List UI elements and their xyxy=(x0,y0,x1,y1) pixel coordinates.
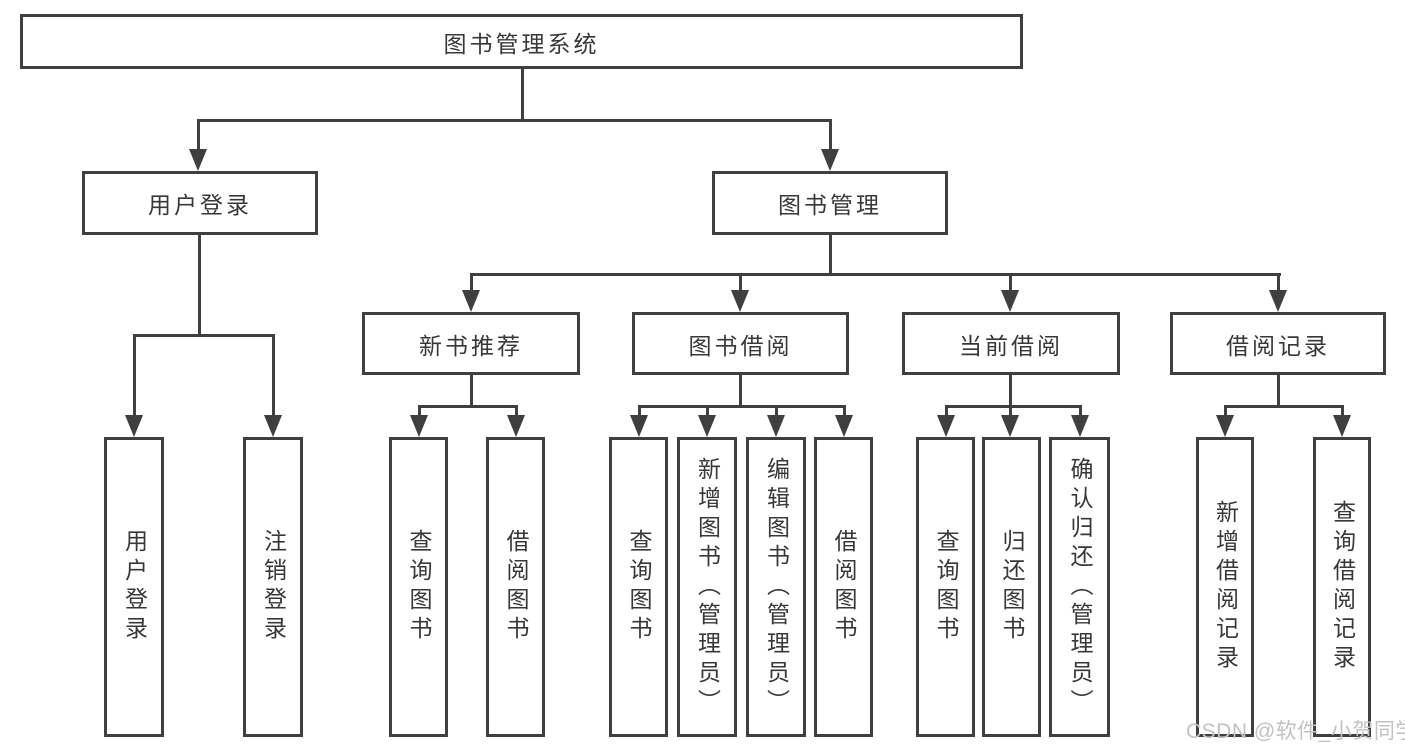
connector-to-bb-add xyxy=(706,405,709,418)
arrow-head-br-query xyxy=(1333,415,1351,437)
connector-user-login-stem xyxy=(198,235,201,337)
connector-borrowing-records-splitter xyxy=(1224,405,1344,408)
connector-book-borrowing-stem xyxy=(739,375,742,408)
leaf-bb-edit-book-admin-label: 编辑图书（管理员） xyxy=(763,456,790,718)
connector-to-user-login xyxy=(197,119,200,151)
node-library-system: 图书管理系统 xyxy=(20,14,1023,69)
node-book-management-label: 图书管理 xyxy=(778,192,882,218)
connector-book-borrowing-splitter xyxy=(638,405,846,408)
arrow-head-bb-add xyxy=(698,415,716,437)
connector-book-management-splitter xyxy=(470,273,1281,276)
leaf-nbr-query-books: 查询图书 xyxy=(389,437,448,737)
node-current-borrowing: 当前借阅 xyxy=(902,312,1120,375)
node-book-management: 图书管理 xyxy=(712,171,948,235)
arrow-head-book-management xyxy=(821,149,839,171)
node-library-system-label: 图书管理系统 xyxy=(443,30,600,57)
leaf-bb-add-book-admin: 新增图书（管理员） xyxy=(677,437,737,737)
connector-to-cb-confirm xyxy=(1079,405,1082,418)
leaf-cb-confirm-return-admin: 确认归还（管理员） xyxy=(1049,437,1110,737)
leaf-bb-add-book-admin-label: 新增图书（管理员） xyxy=(694,456,721,718)
leaf-user-login-label: 用户登录 xyxy=(121,529,148,645)
connector-book-management-stem xyxy=(829,235,832,276)
arrow-head-nbr-query xyxy=(410,415,428,437)
leaf-logout-label: 注销登录 xyxy=(260,529,287,645)
node-book-borrowing-label: 图书借阅 xyxy=(688,332,793,359)
arrow-head-borrowing-records xyxy=(1269,290,1287,312)
node-user-login-label: 用户登录 xyxy=(148,192,252,218)
leaf-br-add-record-label: 新增借阅记录 xyxy=(1212,500,1239,674)
connector-current-borrowing-splitter xyxy=(945,405,1082,408)
connector-to-leaf-user-login xyxy=(133,334,136,418)
leaf-br-add-record: 新增借阅记录 xyxy=(1196,437,1254,737)
connector-to-bb-borrow xyxy=(843,405,846,418)
leaf-cb-return-book: 归还图书 xyxy=(982,437,1041,737)
node-user-login: 用户登录 xyxy=(82,171,318,235)
leaf-nbr-borrow-books: 借阅图书 xyxy=(486,437,545,737)
node-new-book-recommend-label: 新书推荐 xyxy=(419,332,523,359)
connector-to-bb-query xyxy=(638,405,641,418)
arrow-head-current-borrowing xyxy=(1001,290,1019,312)
arrow-head-cb-query xyxy=(937,415,955,437)
arrow-head-bb-borrow xyxy=(835,415,853,437)
watermark: CSDN @软件_小贺同学 xyxy=(1186,720,1405,743)
connector-to-book-borrowing xyxy=(739,273,742,292)
arrow-head-book-borrowing xyxy=(731,290,749,312)
leaf-user-login: 用户登录 xyxy=(104,437,164,737)
connector-to-nbr-query xyxy=(418,405,421,418)
arrow-head-new-book-recommend xyxy=(462,290,480,312)
leaf-bb-borrow-books-label: 借阅图书 xyxy=(831,529,857,645)
connector-current-borrowing-stem xyxy=(1009,375,1012,408)
connector-new-book-recommend-stem xyxy=(470,375,473,408)
connector-new-book-recommend-splitter xyxy=(418,405,518,408)
node-book-borrowing: 图书借阅 xyxy=(632,312,849,375)
arrow-head-bb-query xyxy=(630,415,648,437)
connector-user-login-splitter xyxy=(133,334,275,337)
connector-to-bb-edit xyxy=(775,405,778,418)
connector-to-book-management xyxy=(829,119,832,151)
arrow-head-cb-return xyxy=(1001,415,1019,437)
leaf-logout: 注销登录 xyxy=(243,437,303,737)
arrow-head-bb-edit xyxy=(767,415,785,437)
node-borrowing-records-label: 借阅记录 xyxy=(1226,332,1330,359)
node-current-borrowing-label: 当前借阅 xyxy=(959,332,1063,359)
leaf-cb-query-books-label: 查询图书 xyxy=(933,529,959,645)
connector-root-splitter xyxy=(197,119,832,122)
node-borrowing-records: 借阅记录 xyxy=(1170,312,1386,375)
leaf-bb-query-books: 查询图书 xyxy=(609,437,668,737)
connector-to-cb-query xyxy=(945,405,948,418)
arrow-head-cb-confirm xyxy=(1071,415,1089,437)
leaf-cb-return-book-label: 归还图书 xyxy=(999,529,1025,645)
connector-to-leaf-logout xyxy=(272,334,275,418)
connector-to-borrowing-records xyxy=(1277,273,1280,292)
leaf-br-query-record: 查询借阅记录 xyxy=(1313,437,1371,737)
leaf-cb-confirm-return-admin-label: 确认归还（管理员） xyxy=(1067,456,1093,718)
arrow-head-leaf-user-login xyxy=(125,415,143,437)
connector-root-stem xyxy=(521,67,524,122)
connector-to-new-book-recommend xyxy=(470,273,473,292)
connector-to-cb-return xyxy=(1009,405,1012,418)
leaf-nbr-borrow-books-label: 借阅图书 xyxy=(503,529,529,645)
leaf-nbr-query-books-label: 查询图书 xyxy=(406,529,432,645)
arrow-head-nbr-borrow xyxy=(507,415,525,437)
connector-borrowing-records-stem xyxy=(1277,375,1280,408)
leaf-br-query-record-label: 查询借阅记录 xyxy=(1329,500,1356,674)
connector-to-current-borrowing xyxy=(1009,273,1012,292)
connector-to-br-query xyxy=(1341,405,1344,418)
leaf-bb-query-books-label: 查询图书 xyxy=(626,529,652,645)
arrow-head-br-add xyxy=(1216,415,1234,437)
connector-to-br-add xyxy=(1224,405,1227,418)
arrow-head-user-login xyxy=(189,149,207,171)
arrow-head-leaf-logout xyxy=(264,415,282,437)
node-new-book-recommend: 新书推荐 xyxy=(362,312,580,375)
leaf-cb-query-books: 查询图书 xyxy=(916,437,975,737)
leaf-bb-borrow-books: 借阅图书 xyxy=(814,437,873,737)
connector-to-nbr-borrow xyxy=(515,405,518,418)
leaf-bb-edit-book-admin: 编辑图书（管理员） xyxy=(746,437,806,737)
